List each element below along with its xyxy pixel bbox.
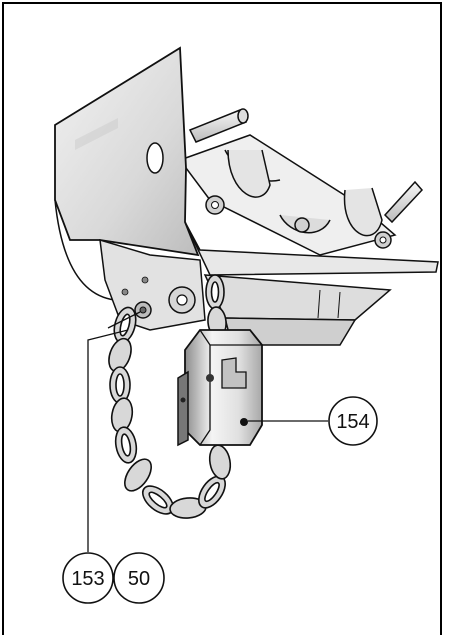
- plate-hole: [146, 142, 164, 174]
- leader-50: [107, 311, 141, 329]
- callout-50-label: 50: [128, 568, 150, 590]
- callout-153: 153: [62, 552, 114, 604]
- support-rod: [188, 108, 424, 224]
- callout-154-label: 154: [336, 411, 369, 433]
- chain-lock: [177, 329, 263, 447]
- frame-rails: [178, 134, 397, 256]
- base-tray: [184, 221, 439, 346]
- mounting-plate: [54, 46, 200, 301]
- leader-lines: [87, 311, 328, 552]
- figure-frame: [2, 2, 442, 635]
- callout-154: 154: [328, 396, 378, 446]
- leader-153: [87, 329, 129, 552]
- callout-153-label: 153: [71, 568, 104, 590]
- callout-50: 50: [113, 552, 165, 604]
- safety-chain: [108, 274, 232, 519]
